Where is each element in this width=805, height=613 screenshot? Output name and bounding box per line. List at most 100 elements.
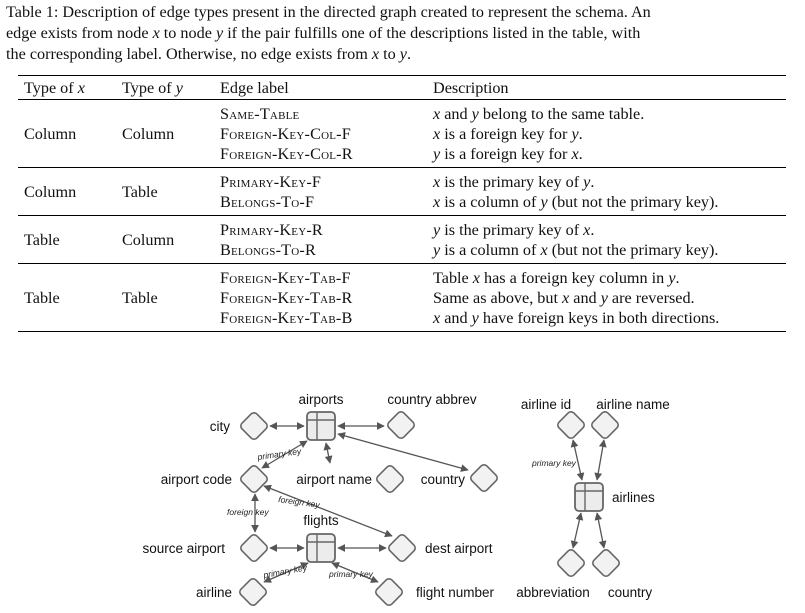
- node-label: city: [210, 419, 231, 434]
- table-icon: [306, 411, 336, 441]
- node-label: country: [421, 472, 466, 487]
- edge-label-pk-airlines: primary key: [531, 458, 577, 468]
- column-node-country-abbrev: country abbrev: [385, 392, 477, 441]
- table-icon: [306, 533, 336, 563]
- description: Same as above, but x and y are reversed.: [433, 289, 695, 307]
- edge-airports-country: [337, 432, 469, 472]
- table-row: Table Table Foreign-Key-Tab-F Foreign-Ke…: [18, 263, 786, 332]
- column-diamond-icon: [385, 409, 417, 441]
- edge-label-pk-flight-number: primary key: [328, 569, 374, 579]
- header-type-y: Type of y: [116, 75, 214, 100]
- node-label: country: [608, 585, 653, 600]
- type-y-cell: Table: [116, 167, 214, 216]
- graph-edges: [251, 422, 607, 583]
- column-node-dest-airport: dest airport: [386, 532, 493, 564]
- edge-label-cell: Primary-Key-R Belongs-To-R: [214, 215, 427, 264]
- edge-airport-code-airports: [261, 440, 308, 469]
- node-label: airline name: [596, 397, 670, 412]
- edge-label: Primary-Key-R: [220, 221, 323, 239]
- header-edge-label: Edge label: [214, 75, 427, 100]
- node-label: airline id: [521, 397, 571, 412]
- edge-label-pk-airports: primary key: [256, 446, 303, 462]
- header-description: Description: [427, 75, 786, 100]
- column-node-source-airport: source airport: [142, 532, 270, 564]
- description-cell: y is the primary key of x. y is a column…: [427, 215, 786, 264]
- description: x is the primary key of y.: [433, 173, 595, 191]
- column-diamond-icon: [555, 547, 587, 579]
- description: x is a foreign key for y.: [433, 125, 583, 143]
- node-label: airport code: [161, 472, 232, 487]
- column-diamond-icon: [468, 462, 500, 494]
- column-node-flight-number: flight number: [373, 576, 495, 608]
- column-diamond-icon: [238, 532, 270, 564]
- description: x is a column of y (but not the primary …: [433, 193, 719, 211]
- column-node-airport-code: airport code: [161, 463, 270, 495]
- edge-label-cell: Primary-Key-F Belongs-To-F: [214, 167, 427, 216]
- type-x-cell: Table: [18, 215, 116, 264]
- edge-label: Foreign-Key-Tab-B: [220, 309, 353, 327]
- edge-airline-id-airlines: [570, 439, 585, 481]
- column-node-city: city: [210, 410, 270, 442]
- column-node-country: country: [421, 462, 500, 494]
- caption-line-3: the corresponding label. Otherwise, no e…: [6, 45, 412, 63]
- edge-label: Same-Table: [220, 105, 300, 123]
- edge-label: Primary-Key-F: [220, 173, 322, 191]
- node-label: flights: [303, 513, 339, 528]
- description: y is the primary key of x.: [433, 221, 595, 239]
- description: x and y have foreign keys in both direct…: [433, 309, 720, 327]
- table-node-airports: airports: [298, 392, 344, 441]
- description: y is a column of x (but not the primary …: [433, 241, 719, 259]
- edge-label-pk-airline: primary key: [262, 562, 309, 580]
- caption-line-1: Table 1: Description of edge types prese…: [6, 3, 651, 21]
- edge-label: Belongs-To-F: [220, 193, 315, 211]
- column-node-abbreviation: abbreviation: [516, 547, 590, 600]
- edge-label: Foreign-Key-Tab-R: [220, 289, 353, 307]
- table-caption: Table 1: Description of edge types prese…: [6, 2, 801, 65]
- schema-graph: primary key foreign key foreign key prim…: [142, 392, 670, 608]
- type-x-cell: Column: [18, 167, 116, 216]
- edge-label: Foreign-Key-Col-R: [220, 145, 353, 163]
- node-label: airport name: [296, 472, 372, 487]
- column-node-airlines-country: country: [590, 547, 653, 600]
- column-diamond-icon: [373, 576, 405, 608]
- type-y-cell: Column: [116, 215, 214, 264]
- table-header-row: Type of x Type of y Edge label Descripti…: [18, 75, 786, 100]
- node-label: abbreviation: [516, 585, 590, 600]
- column-node-airport-name: airport name: [296, 463, 406, 495]
- table-node-airlines: airlines: [574, 482, 655, 512]
- edge-label: Foreign-Key-Col-F: [220, 125, 351, 143]
- node-label: source airport: [142, 541, 225, 556]
- table-row: Column Column Same-Table Foreign-Key-Col…: [18, 100, 786, 168]
- node-label: country abbrev: [387, 392, 477, 407]
- table-icon: [574, 482, 604, 512]
- column-diamond-icon: [238, 410, 270, 442]
- type-x-cell: Column: [24, 125, 77, 143]
- column-diamond-icon: [238, 463, 270, 495]
- edge-label-fk-source: foreign key: [227, 507, 269, 517]
- column-diamond-icon: [590, 547, 622, 579]
- edge-airport-code-dest: [263, 484, 393, 538]
- column-node-airline: airline: [196, 576, 269, 608]
- type-y-cell: Table: [116, 263, 214, 332]
- edge-airline-name-airlines: [594, 439, 607, 481]
- edge-label-cell: Foreign-Key-Tab-F Foreign-Key-Tab-R Fore…: [214, 263, 427, 332]
- column-node-airline-id: airline id: [521, 397, 587, 441]
- column-diamond-icon: [555, 409, 587, 441]
- table-row: Column Table Primary-Key-F Belongs-To-F …: [18, 167, 786, 216]
- node-label: airports: [298, 392, 343, 407]
- header-type-x: Type of x: [18, 75, 116, 100]
- edge-airlines-abbreviation: [570, 512, 584, 549]
- description: x and y belong to the same table.: [433, 105, 645, 123]
- edge-label: Belongs-To-R: [220, 241, 316, 259]
- edge-types-table: Type of x Type of y Edge label Descripti…: [18, 75, 786, 332]
- column-diamond-icon: [237, 576, 269, 608]
- column-node-airline-name: airline name: [589, 397, 670, 441]
- edge-flights-airline: [263, 562, 309, 583]
- node-label: airline: [196, 585, 232, 600]
- description-cell: Table x has a foreign key column in y. S…: [427, 263, 786, 332]
- edge-label-fk-dest: foreign key: [278, 494, 321, 510]
- edge-airlines-country: [594, 512, 607, 549]
- edge-flights-flight-number: [331, 562, 379, 583]
- node-label: dest airport: [425, 541, 493, 556]
- caption-line-2: edge exists from node x to node y if the…: [6, 24, 641, 42]
